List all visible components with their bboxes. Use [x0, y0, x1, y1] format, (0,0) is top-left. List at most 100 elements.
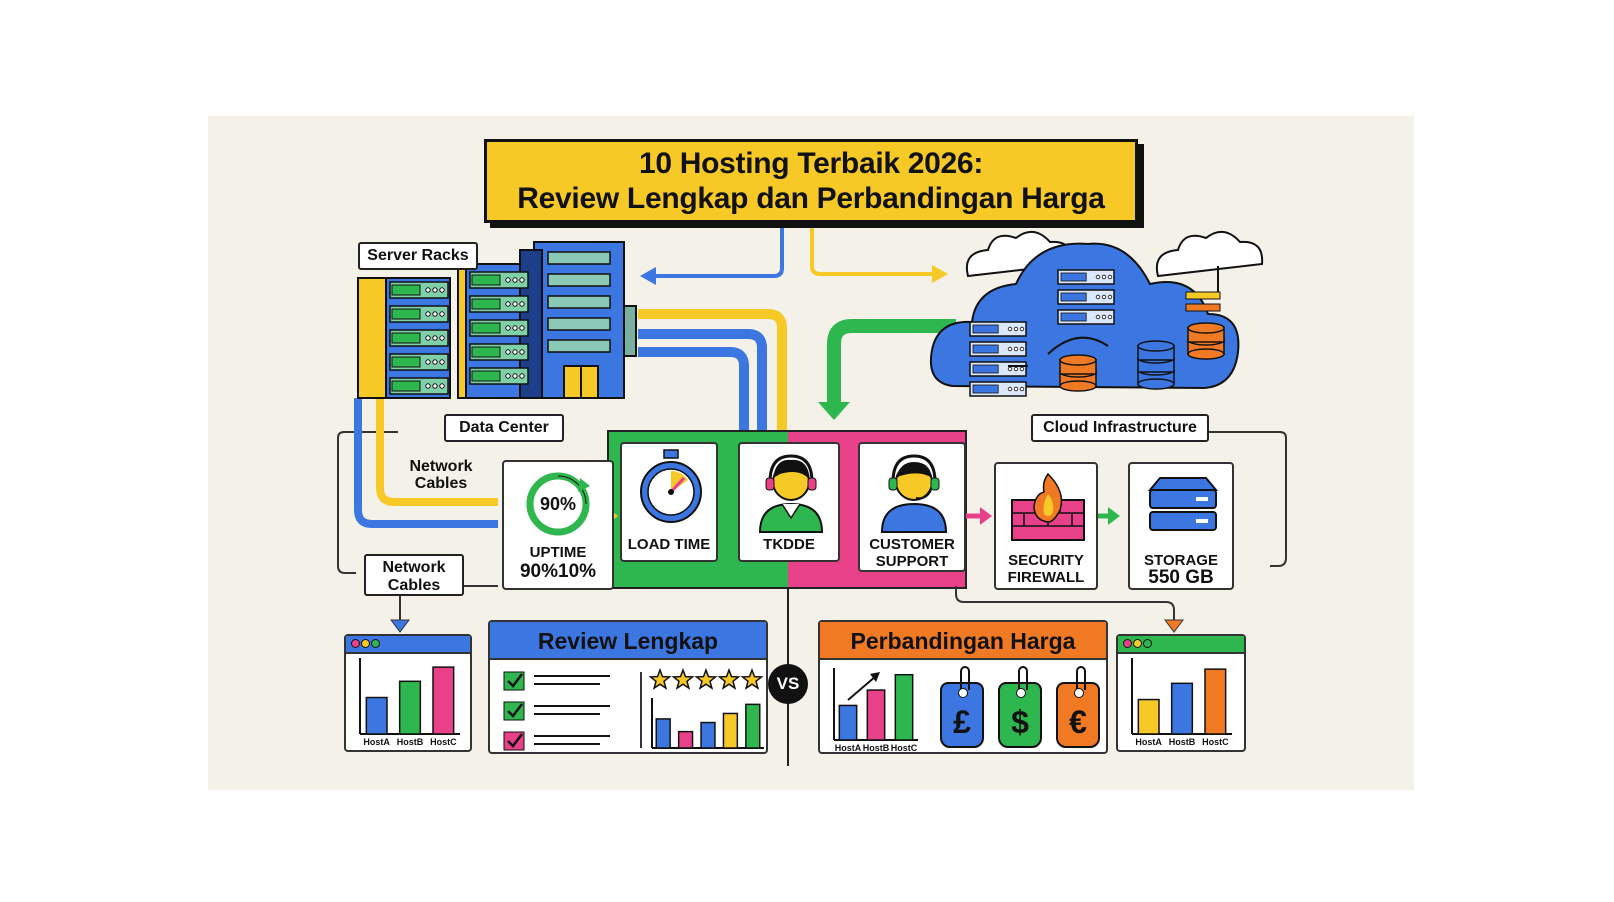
right-chart-titlebar: [1118, 636, 1244, 654]
chart-bar: [1204, 668, 1227, 735]
price-tag-icon: €: [1056, 666, 1100, 748]
headset-agent-icon: [880, 454, 948, 533]
cable-blue-server-2: [638, 347, 749, 434]
card-load-time: LOAD TIME: [620, 442, 718, 562]
review-panel-title: Review Lengkap: [490, 622, 766, 660]
storage-value: 550 GB: [1148, 567, 1214, 588]
cloud-server-unit: [1057, 309, 1115, 325]
chart-bar: [700, 721, 716, 749]
rack-unit: [469, 271, 529, 289]
title-line-1: 10 Hosting Terbaik 2026:: [638, 147, 984, 180]
stopwatch-icon: [640, 449, 702, 523]
cloud-server-unit: [969, 361, 1027, 377]
chart-bar: [1170, 682, 1194, 735]
cable-blue-left: [354, 398, 498, 528]
arrow-to-right-chart: [955, 586, 1175, 624]
price-tag-icon: £: [940, 666, 984, 748]
rack-unit: [389, 353, 449, 371]
card-security-firewall: SECURITY FIREWALL: [994, 462, 1098, 590]
star-icon: [694, 668, 718, 690]
price-tag-icon: $: [998, 666, 1042, 748]
server-racks-illustration: [357, 241, 637, 399]
uptime-gauge-text: 90%: [539, 494, 577, 514]
chart-tick-label: HostC: [891, 743, 918, 753]
uptime-label: UPTIME: [529, 544, 587, 561]
chart-tick-label: HostB: [397, 737, 424, 747]
security-firewall-label: SECURITY FIREWALL: [1007, 552, 1085, 586]
chart-bar: [722, 712, 739, 749]
label-server-racks: Server Racks: [358, 242, 478, 270]
tag-string: [1018, 666, 1028, 690]
chart-tick-label: HostA: [363, 737, 390, 747]
rack-unit: [389, 329, 449, 347]
card-uptime: 90% UPTIME 90%10%: [502, 460, 614, 590]
rack-unit: [389, 377, 449, 395]
rack-panel: [547, 317, 611, 331]
tag-currency: €: [1069, 704, 1087, 740]
trend-arrow: [847, 675, 877, 701]
star-icon: [740, 668, 764, 690]
chart-bar: [432, 666, 455, 735]
tag-currency: £: [953, 704, 971, 740]
database-cylinder: [1187, 322, 1225, 360]
chart-bar: [398, 680, 422, 735]
cloud-illustration: [930, 231, 1264, 397]
card-storage: STORAGE 550 GB: [1128, 462, 1234, 590]
tkdde-label: TKDDE: [763, 536, 815, 553]
label-network-cables-bottom: Network Cables: [364, 554, 464, 596]
database-cylinder: [1137, 340, 1175, 390]
price-tags: £ $ €: [932, 662, 1108, 754]
window-dot: [1123, 639, 1132, 648]
rack-panel: [547, 295, 611, 309]
chart-bar: [365, 696, 388, 735]
cloud-server-unit: [1057, 289, 1115, 305]
chart-tick-label: HostB: [863, 743, 890, 753]
chart-tick-label: HostC: [1202, 737, 1229, 747]
window-dot: [351, 639, 360, 648]
agent-avatar-icon: [758, 454, 824, 533]
rack-panel: [547, 273, 611, 287]
arrow-cloud-to-center: [827, 319, 956, 408]
checklist-icon: [503, 671, 610, 751]
chart-tick-label: HostA: [1135, 737, 1162, 747]
tag-string: [1076, 666, 1086, 690]
firewall-icon: [1011, 472, 1085, 541]
left-chart-titlebar: [346, 636, 470, 654]
review-divider: [640, 672, 642, 748]
customer-support-label: CUSTOMER SUPPORT: [869, 536, 955, 570]
tag-hole: [1016, 688, 1026, 698]
cloud-server-unit: [969, 381, 1027, 397]
rack-unit: [469, 295, 529, 313]
chart-tick-label: HostA: [835, 743, 862, 753]
cloud-server-unit: [1057, 269, 1115, 285]
arrow-title-to-cloud: [810, 226, 938, 276]
vs-badge: VS: [768, 664, 808, 704]
label-network-cables-top: Network Cables: [409, 458, 473, 492]
rating-stars: [648, 668, 764, 690]
rack-unit: [389, 305, 449, 323]
window-dot: [1133, 639, 1142, 648]
tag-hole: [958, 688, 968, 698]
cloud-server-unit: [969, 321, 1027, 337]
infographic-canvas: 10 Hosting Terbaik 2026: Review Lengkap …: [208, 116, 1414, 790]
cable-yellow-left: [376, 398, 498, 506]
uptime-value: 90%10%: [519, 561, 597, 582]
title-banner: 10 Hosting Terbaik 2026: Review Lengkap …: [484, 139, 1138, 223]
chart-bar: [1137, 698, 1160, 735]
label-data-center: Data Center: [444, 414, 564, 442]
review-chart: [651, 698, 764, 749]
rack-unit: [389, 281, 449, 299]
rack-unit: [469, 367, 529, 385]
chart-bar: [894, 673, 914, 741]
title-line-2: Review Lengkap dan Perbandingan Harga: [517, 182, 1105, 215]
chart-bar: [866, 689, 886, 741]
tag-hole: [1074, 688, 1084, 698]
pricing-panel-title: Perbandingan Harga: [820, 622, 1106, 660]
chart-bar: [838, 704, 858, 741]
rack-panel: [547, 339, 611, 353]
